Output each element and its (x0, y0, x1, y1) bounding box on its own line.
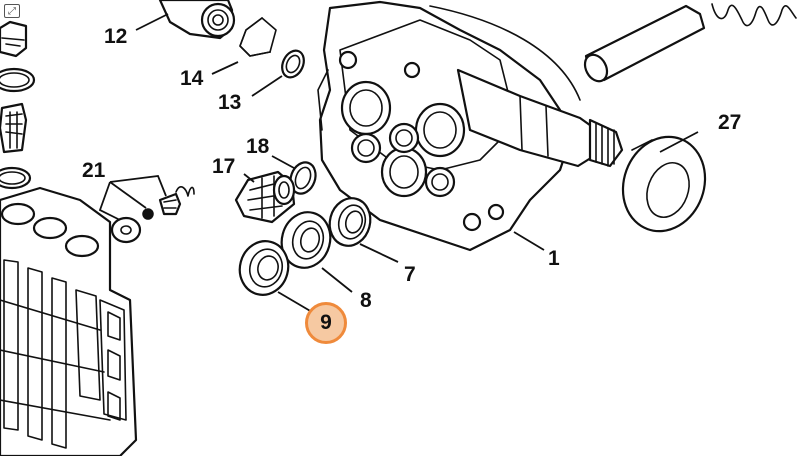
part-21-spring (175, 185, 195, 197)
part-18-o-ring (289, 161, 317, 195)
label-part-14: 14 (180, 67, 204, 90)
label-part-9: 9 (320, 311, 332, 334)
part-7-seal (328, 197, 372, 247)
valve-cap-top-left (0, 20, 28, 58)
part-21-ball (142, 208, 154, 220)
part-21-washer (110, 216, 142, 244)
label-part-17: 17 (212, 155, 236, 178)
leader-lines (98, 13, 699, 313)
part-17-valve (234, 170, 296, 224)
part-21-screw (158, 192, 182, 216)
label-part-12: 12 (104, 25, 128, 48)
o-ring-left (0, 166, 32, 190)
label-part-27: 27 (718, 111, 742, 134)
part-1-pump-head (317, 0, 624, 252)
o-ring-top-left (0, 67, 36, 93)
manifold-housing (0, 186, 138, 456)
label-part-1: 1 (548, 247, 560, 270)
part-9-callout[interactable]: 9 (305, 302, 347, 344)
part-12-connector (158, 0, 236, 40)
part-13-o-ring (281, 49, 305, 79)
valve-top-left (0, 102, 28, 154)
label-part-21: 21 (82, 159, 106, 182)
piston-rod (583, 4, 706, 83)
part-27-washer (621, 135, 707, 233)
label-part-13: 13 (218, 91, 242, 114)
part-8-seal (280, 211, 332, 269)
part-14-clip (239, 17, 277, 57)
label-part-8: 8 (360, 289, 372, 312)
expand-icon[interactable]: ⤢ (4, 4, 20, 18)
label-part-7: 7 (404, 263, 416, 286)
part-9-seal (238, 240, 290, 296)
spring (711, 3, 797, 27)
label-part-18: 18 (246, 135, 270, 158)
